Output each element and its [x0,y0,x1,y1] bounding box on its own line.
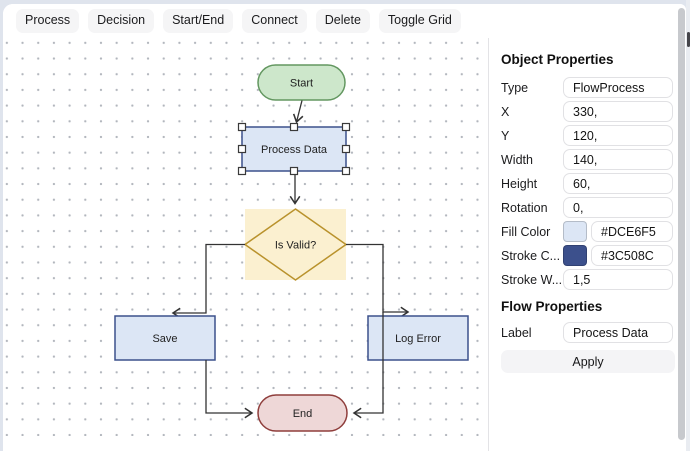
panel-scrollbar-thumb[interactable] [678,8,685,440]
property-row-stroke-color: Stroke C... [501,245,680,266]
node-process[interactable]: Process Data [241,126,347,172]
selection-handle[interactable] [341,166,351,176]
property-label: Width [501,152,533,167]
window-scrollbar-track [686,0,690,451]
property-label: Rotation [501,200,548,215]
node-start[interactable]: Start [257,64,346,101]
selection-handle[interactable] [289,166,299,176]
selection-handle[interactable] [237,144,247,154]
property-row-width: Width [501,149,680,170]
object-properties-title: Object Properties [501,52,614,67]
panel-divider [488,38,489,451]
node-decision-label: Is Valid? [275,240,316,252]
toolbar-button-start-end[interactable]: Start/End [163,9,234,33]
fill-color-field[interactable] [591,221,673,242]
node-log-error-label: Log Error [395,333,441,345]
selection-handle[interactable] [341,122,351,132]
property-row-fill-color: Fill Color [501,221,680,242]
property-row-type: Type [501,77,680,98]
node-end-label: End [293,408,313,420]
property-label: Fill Color [501,224,551,239]
node-save[interactable]: Save [114,315,216,361]
toolbar-button-decision[interactable]: Decision [88,9,155,33]
stroke-width-field[interactable] [563,269,673,290]
node-end[interactable]: End [257,394,348,432]
selection-handles [237,122,351,176]
properties-panel: Object Properties Type X Y Width Height … [489,38,680,451]
property-label: Stroke W... [501,272,563,287]
toolbar-button-toggle-grid[interactable]: Toggle Grid [378,9,461,33]
selection-handle[interactable] [237,166,247,176]
connector-logerror-end [352,312,384,419]
connector-start-process [292,100,304,124]
x-field[interactable] [563,101,673,122]
property-row-y: Y [501,125,680,146]
y-field[interactable] [563,125,673,146]
property-label: Type [501,80,529,95]
node-decision[interactable]: Is Valid? [243,208,348,281]
property-row-rotation: Rotation [501,197,680,218]
selection-handle[interactable] [289,122,299,132]
property-row-x: X [501,101,680,122]
connector-save-end [205,360,254,419]
toolbar-button-connect[interactable]: Connect [242,9,307,33]
property-label: Label [501,325,532,340]
stroke-color-field[interactable] [591,245,673,266]
height-field[interactable] [563,173,673,194]
apply-button[interactable]: Apply [501,350,675,373]
flow-properties-title: Flow Properties [501,299,603,314]
toolbar-button-delete[interactable]: Delete [315,9,370,33]
property-row-label: Label [501,322,680,343]
property-row-stroke-width: Stroke W... [501,269,680,290]
property-label: Height [501,176,538,191]
stroke-color-swatch[interactable] [563,245,587,266]
width-field[interactable] [563,149,673,170]
type-field[interactable] [563,77,673,98]
connector-decision-save [171,243,245,319]
fill-color-swatch[interactable] [563,221,587,242]
flowchart-canvas[interactable]: Start Process Data Is Valid? [3,38,488,451]
rotation-field[interactable] [563,197,673,218]
connector-decision-logerror [346,243,410,318]
selection-handle[interactable] [341,144,351,154]
node-log-error[interactable]: Log Error [367,315,469,361]
label-field[interactable] [563,322,673,343]
node-start-label: Start [290,78,313,90]
property-label: Stroke C... [501,248,561,263]
node-save-label: Save [152,333,177,345]
property-row-height: Height [501,173,680,194]
toolbar: Process Decision Start/End Connect Delet… [3,4,686,38]
property-label: X [501,104,510,119]
toolbar-button-process[interactable]: Process [16,9,80,33]
node-process-label: Process Data [261,144,328,156]
app-window: Process Decision Start/End Connect Delet… [3,4,686,451]
property-label: Y [501,128,510,143]
selection-handle[interactable] [237,122,247,132]
window-scrollbar-thumb[interactable] [687,32,690,47]
